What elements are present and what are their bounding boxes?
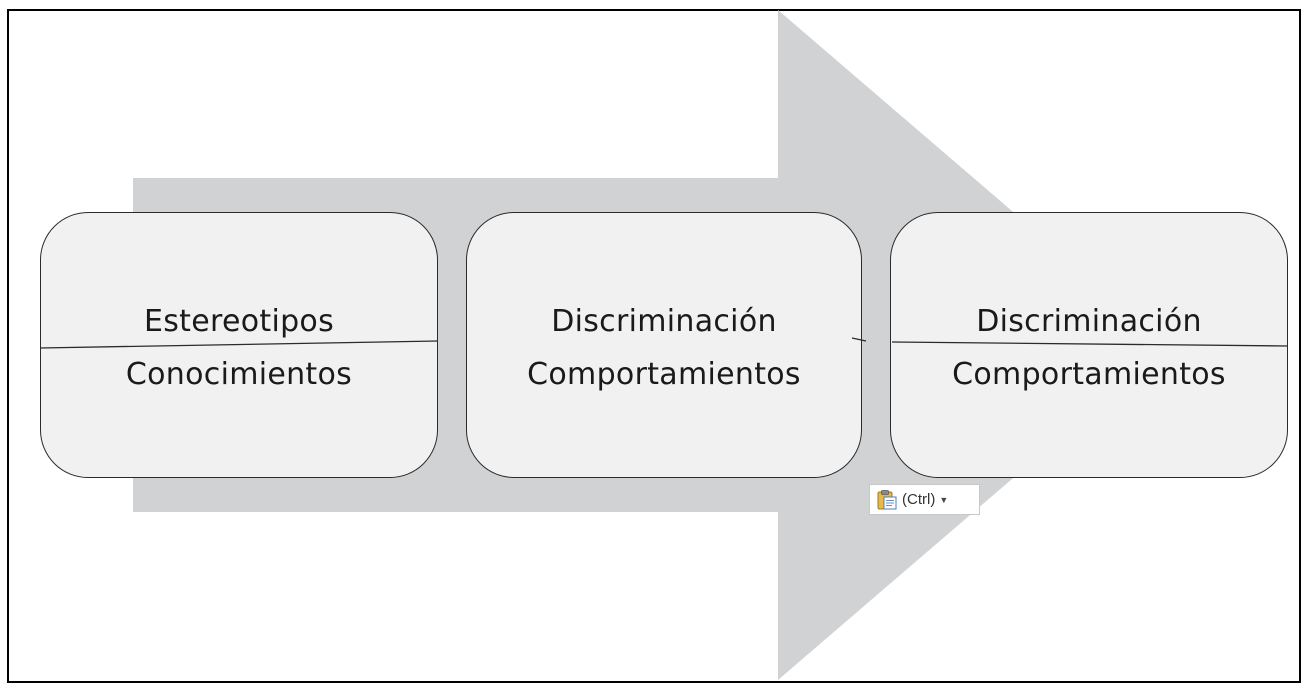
paste-options-button[interactable]: (Ctrl) ▼ [869,484,980,515]
step-2-bottom-label: Comportamientos [527,357,801,392]
page-border [7,9,1301,683]
step-1-bottom-label: Conocimientos [125,357,353,392]
step-box-2: Discriminación Comportamientos [466,212,862,478]
clipboard-paste-icon [876,489,898,511]
chevron-down-icon: ▼ [939,494,949,505]
step-2-top-label: Discriminación [551,304,777,339]
paste-options-label: (Ctrl) [902,491,936,508]
step-3-top-label: Discriminación [976,304,1202,339]
step-1-top-label: Estereotipos [143,304,335,339]
step-box-3: Discriminación Comportamientos [890,212,1288,478]
step-box-1: Estereotipos Conocimientos [40,212,438,478]
step-3-bottom-label: Comportamientos [952,357,1226,392]
